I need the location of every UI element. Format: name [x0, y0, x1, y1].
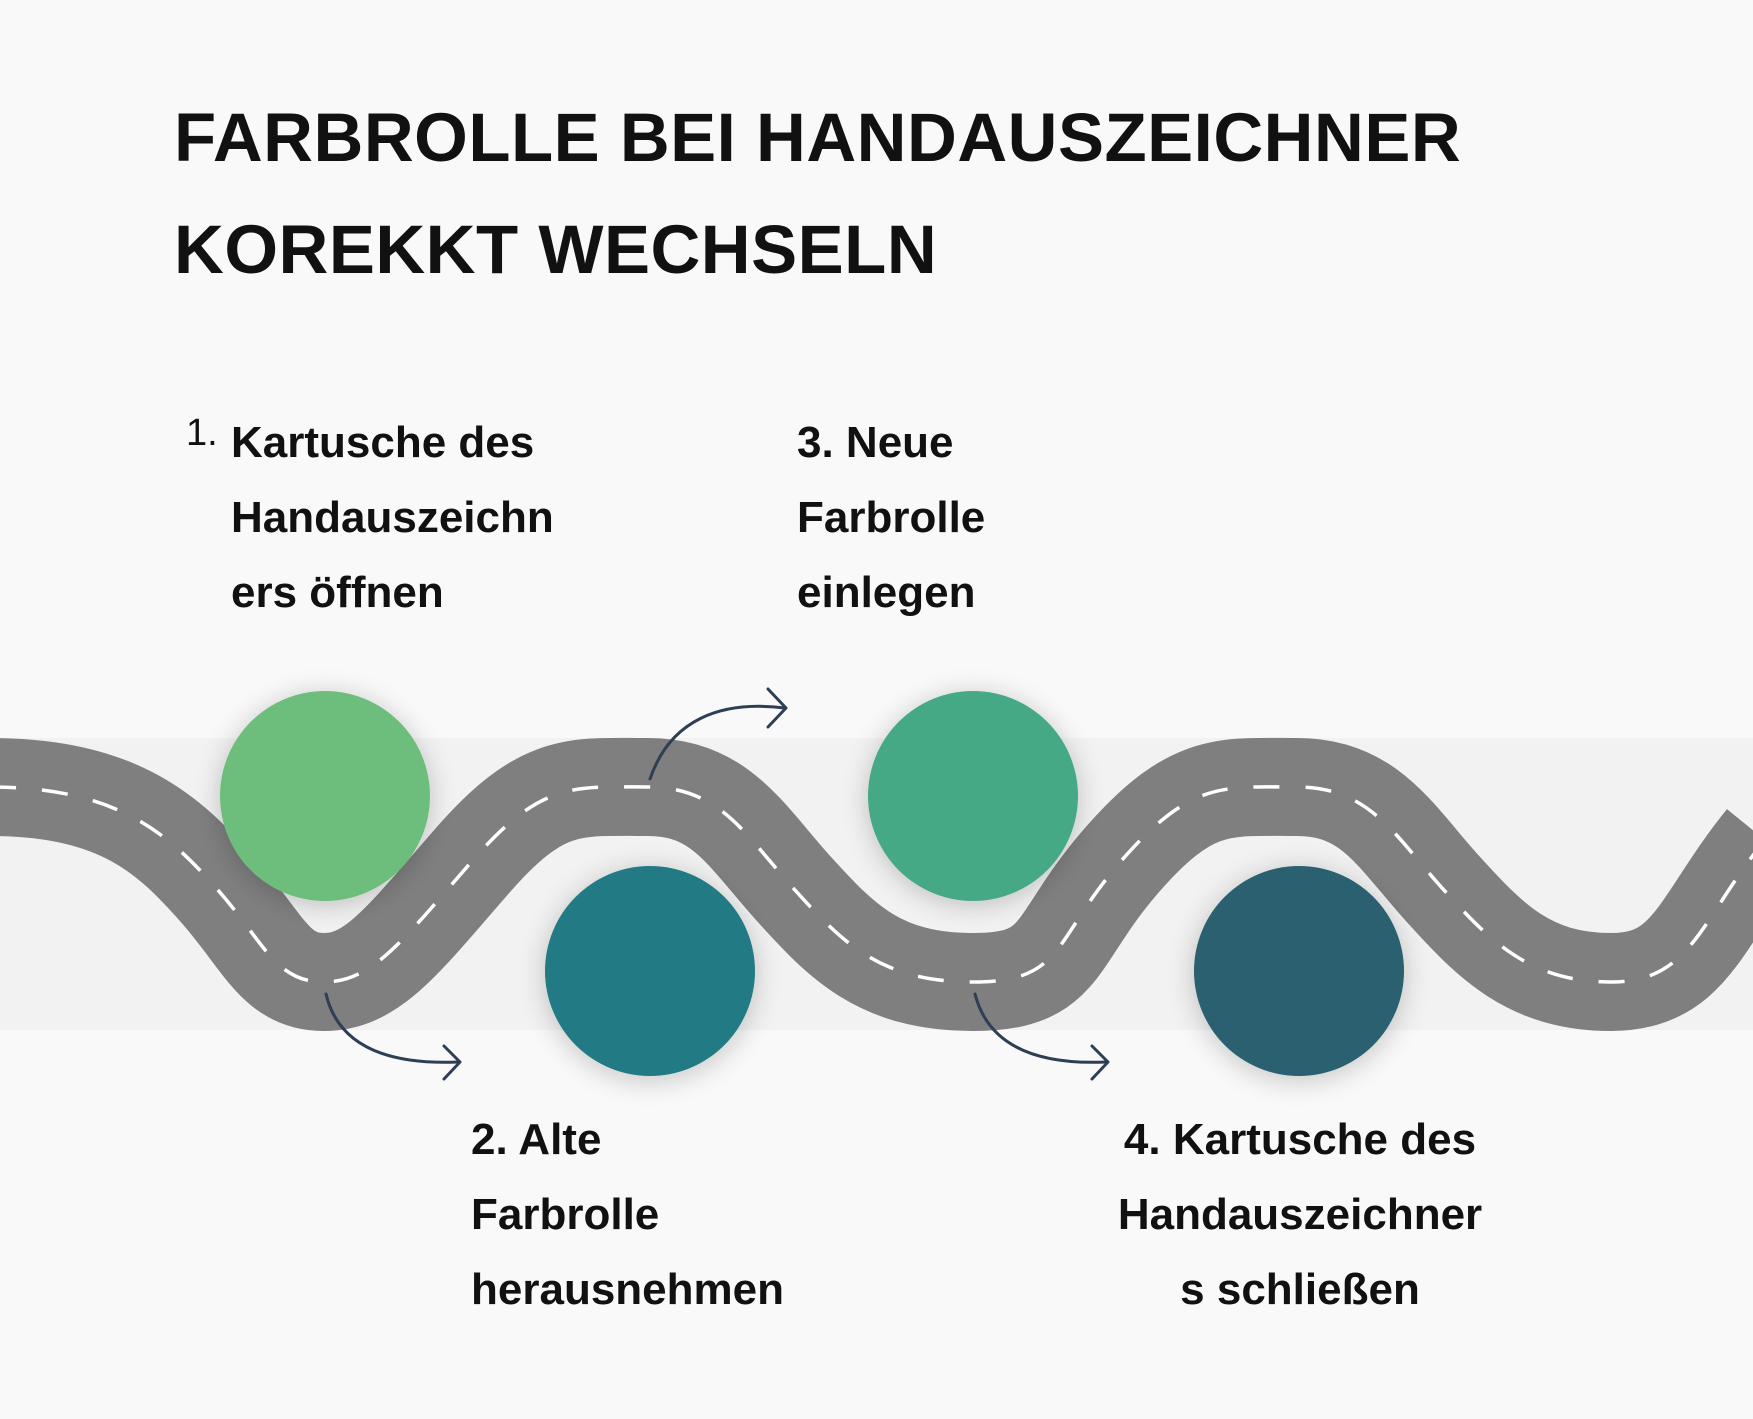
step-3-label: 3. Neue Farbrolle einlegen: [797, 405, 985, 630]
step-1-label-line: Kartusche des: [231, 418, 535, 467]
step-2-label-line: 2. Alte: [471, 1115, 602, 1164]
step-1-circle: [220, 691, 430, 901]
step-4-label: 4. Kartusche des Handauszeichner s schli…: [1095, 1102, 1505, 1327]
step-1-label-line: ers öffnen: [231, 568, 444, 617]
arrow-step2-to-step3-head: [766, 687, 788, 729]
arrow-step1-to-step2-head: [442, 1044, 462, 1081]
arrow-step1-to-step2: [324, 992, 462, 1081]
arrow-step2-to-step3: [648, 687, 788, 781]
arrow-step3-to-step4: [973, 992, 1110, 1081]
page-title-line-1: FARBROLLE BEI HANDAUSZEICHNER: [174, 99, 1462, 176]
step-3-label-line: 3. Neue: [797, 418, 954, 467]
step-4-circle: [1194, 866, 1404, 1076]
step-2-circle: [545, 866, 755, 1076]
step-1-label-line: Handauszeichn: [231, 493, 554, 542]
step-4-label-line: 4. Kartusche des: [1123, 1115, 1477, 1164]
step-3-circle: [868, 691, 1078, 901]
step-2-label: 2. Alte Farbrolle herausnehmen: [471, 1102, 784, 1327]
page-title-line-2: KOREKKT WECHSELN: [174, 211, 938, 288]
step-4-label-line: s schließen: [1180, 1265, 1420, 1314]
step-1-label: Kartusche des Handauszeichn ers öffnen: [231, 405, 554, 630]
step-4-label-line: Handauszeichner: [1117, 1190, 1483, 1239]
step-2-label-line: herausnehmen: [471, 1265, 784, 1314]
step-2-label-line: Farbrolle: [471, 1190, 660, 1239]
arrow-step3-to-step4-curve: [973, 992, 1108, 1064]
arrow-step1-to-step2-curve: [324, 992, 460, 1064]
step-3-label-line: einlegen: [797, 568, 976, 617]
arrow-step3-to-step4-head: [1090, 1044, 1110, 1081]
step-1-number: 1.: [186, 412, 218, 454]
arrow-step2-to-step3-curve: [648, 704, 787, 781]
road-centerline: [0, 785, 1753, 984]
step-3-label-line: Farbrolle: [797, 493, 986, 542]
